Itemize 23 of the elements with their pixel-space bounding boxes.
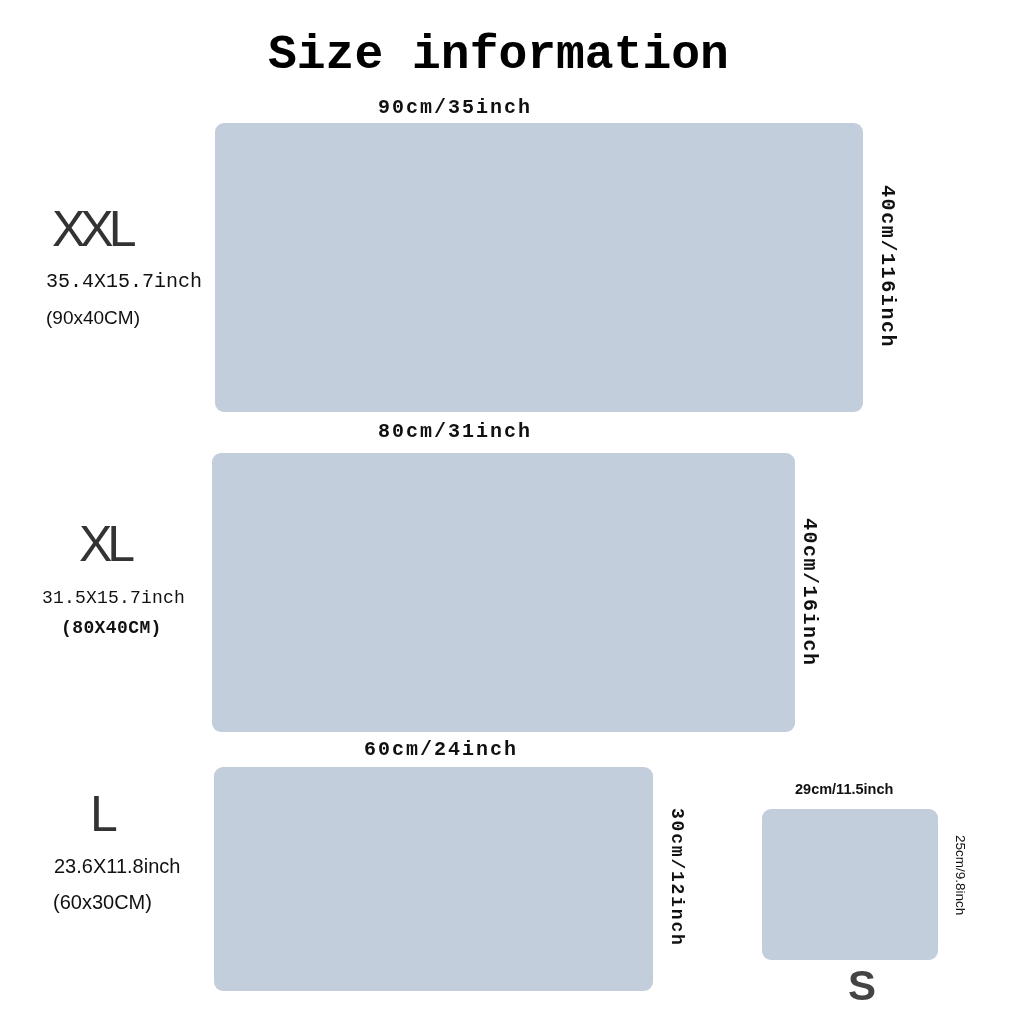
dimension-label: 29cm/11.5inch xyxy=(795,782,894,798)
desk-mat xyxy=(214,767,653,991)
size-spec: 31.5X15.7inch xyxy=(42,589,186,609)
dimension-label: 40cm/16inch xyxy=(798,518,820,667)
dimension-label: 90cm/35inch xyxy=(378,97,533,119)
desk-mat xyxy=(212,453,795,732)
dimension-label: 60cm/24inch xyxy=(364,739,519,761)
size-spec: 35.4X15.7inch xyxy=(46,271,203,293)
size-name: S xyxy=(848,963,876,1010)
size-spec: 23.6X11.8inch xyxy=(54,855,181,877)
dimension-label: 30cm/12inch xyxy=(666,808,686,947)
size-spec: (60x30CM) xyxy=(53,891,152,913)
dimension-label: 40cm/116inch xyxy=(876,185,898,349)
size-name: XL xyxy=(79,517,131,572)
size-name: L xyxy=(90,787,118,842)
dimension-label: 80cm/31inch xyxy=(378,421,533,443)
desk-mat xyxy=(215,123,863,412)
title: Size information xyxy=(268,29,729,82)
size-spec: (90x40CM) xyxy=(46,308,140,329)
dimension-label: 25cm/9.8inch xyxy=(952,835,967,916)
size-spec: (80X40CM) xyxy=(61,619,162,639)
size-name: XXL xyxy=(52,202,132,257)
desk-mat xyxy=(762,809,938,960)
